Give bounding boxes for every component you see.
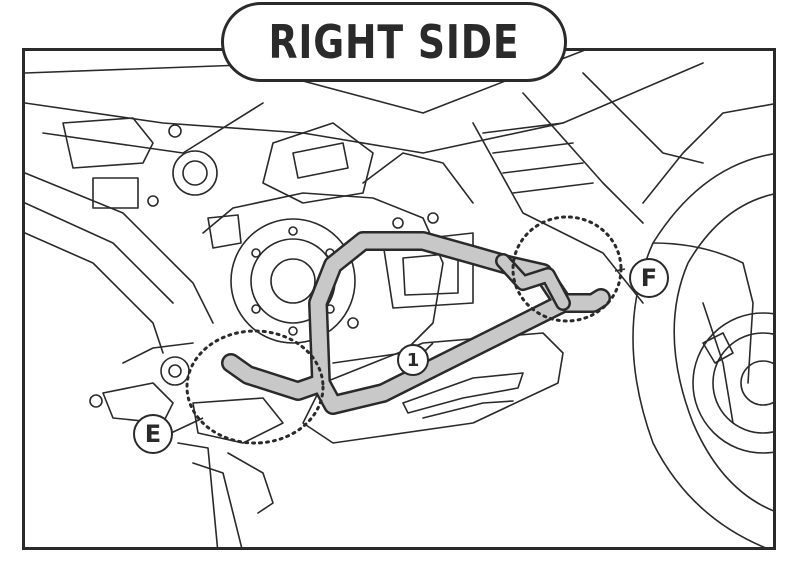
diagram-frame [22, 48, 776, 550]
page-title: RIGHT SIDE [268, 15, 520, 69]
point-e-callout: E [133, 414, 173, 454]
title-banner: RIGHT SIDE [221, 2, 567, 82]
point-f-callout: F [629, 258, 669, 298]
part-number-callout: 1 [397, 344, 429, 376]
motorcycle-illustration [25, 51, 773, 547]
